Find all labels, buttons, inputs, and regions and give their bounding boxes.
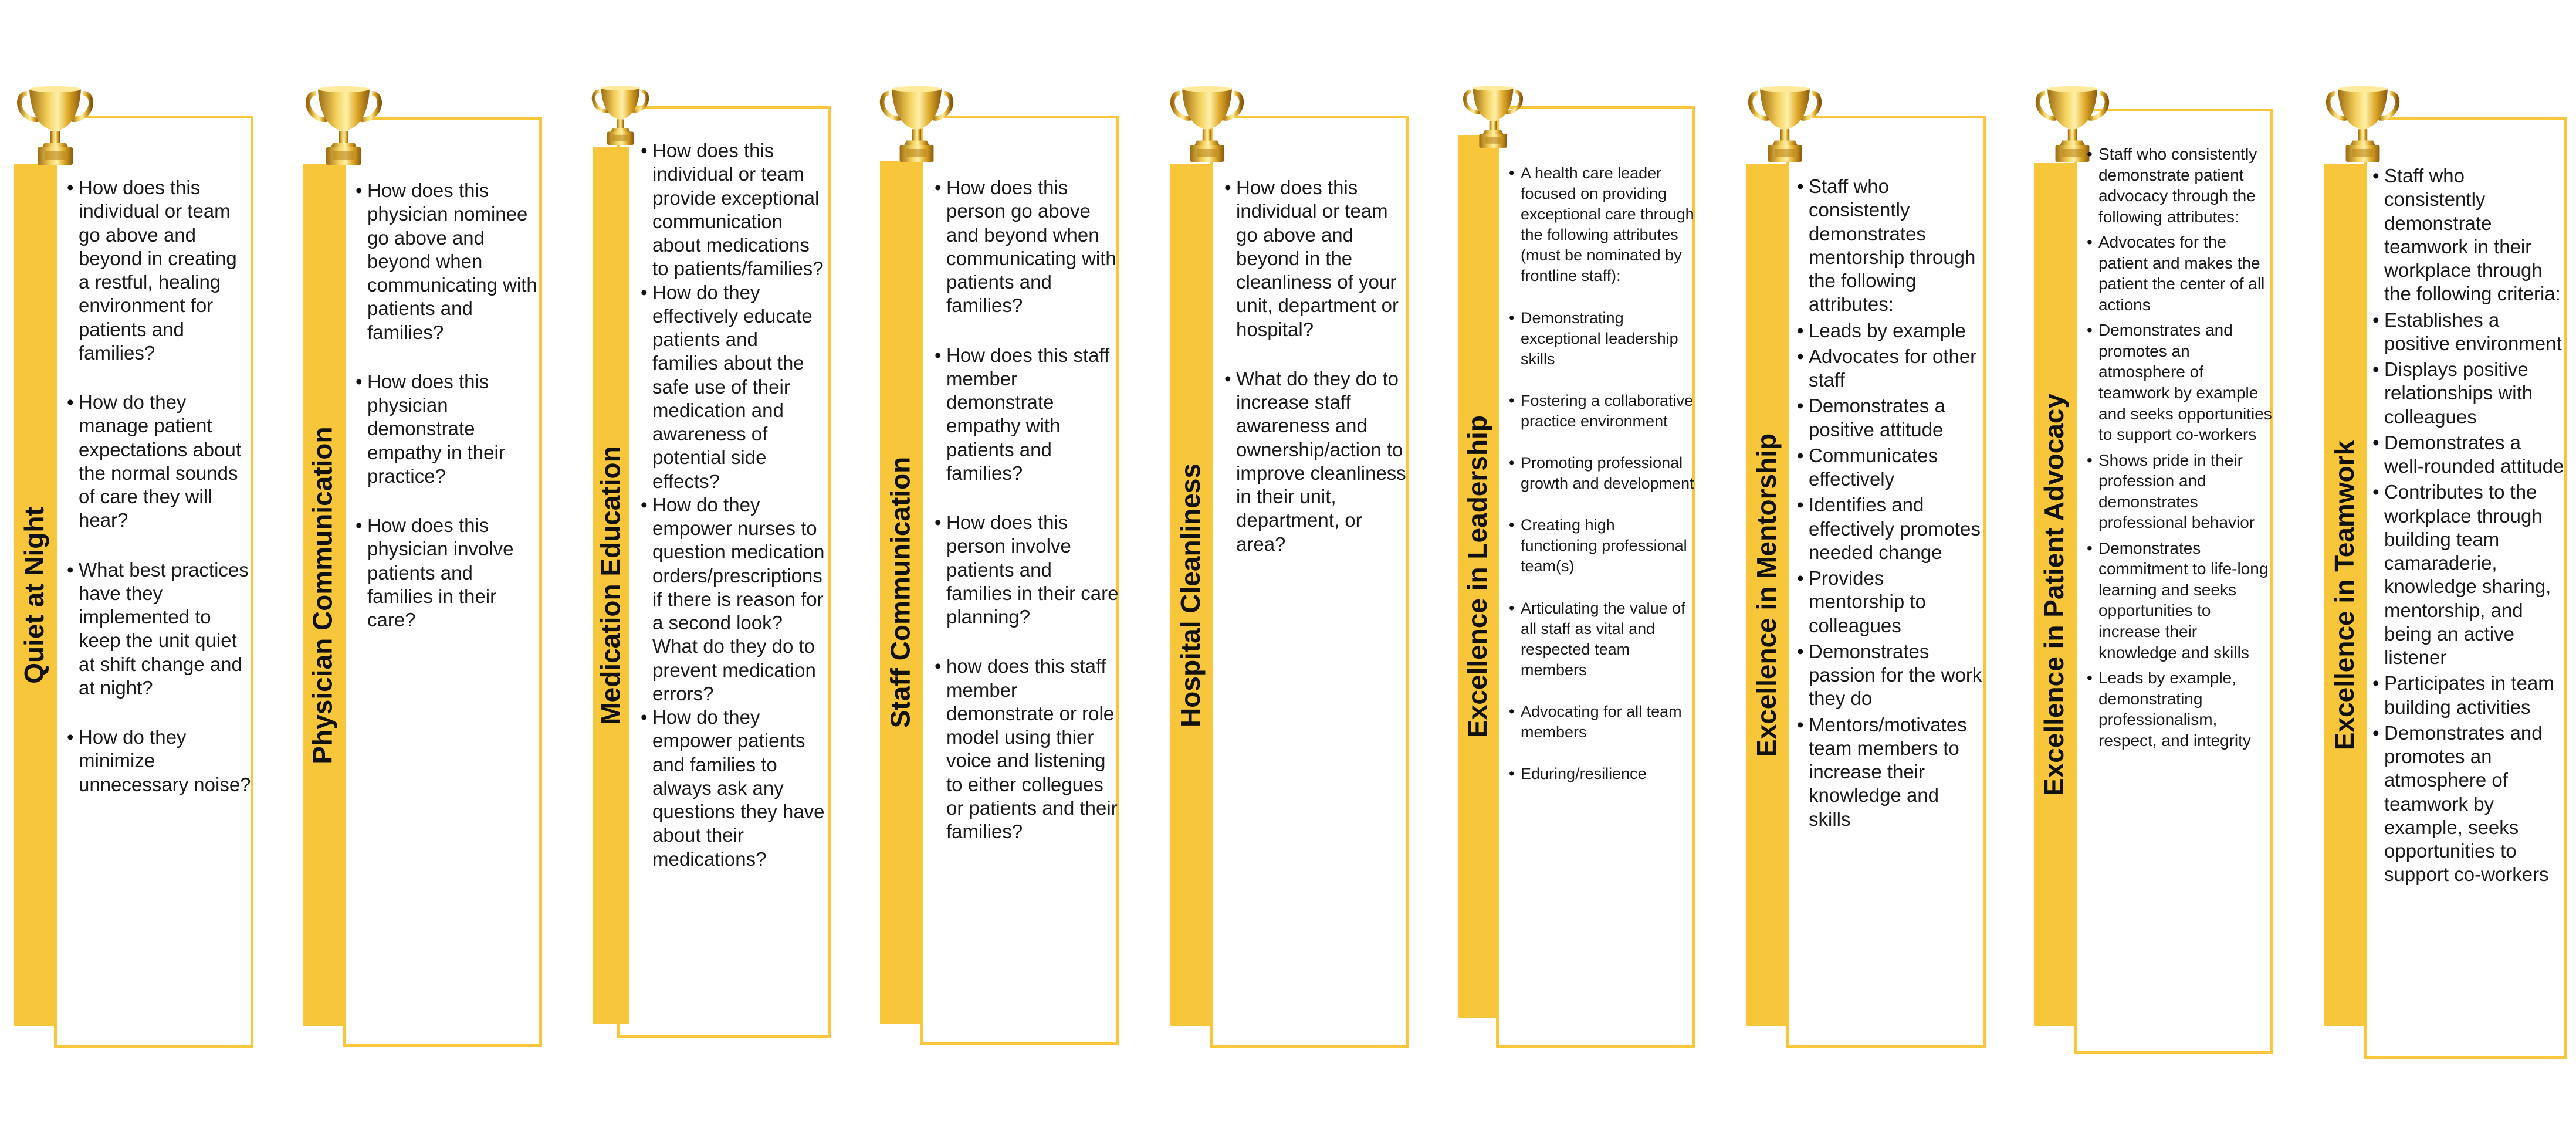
card-title-bar: Excellence in Leadership (1458, 135, 1496, 1018)
card-items: Staff who consistently demonstrate teamw… (2371, 164, 2565, 887)
card-title-bar: Excellence in Teamwork (2324, 164, 2364, 1026)
trophy-icon (1745, 85, 1824, 164)
list-item: What do they do to increase staff awaren… (1223, 367, 1409, 556)
card-title: Quiet at Night (19, 507, 50, 684)
list-item: Establishes a positive environment (2371, 309, 2565, 356)
list-item: How does this individual or team go abov… (1223, 176, 1409, 341)
card-title: Physician Communication (307, 426, 338, 764)
card-items: A health care leader focused on providin… (1508, 163, 1694, 784)
list-item: How do they effectively educate patients… (639, 281, 828, 493)
list-item: How do they minimize unnecessary noise? (66, 726, 252, 797)
list-item: Demonstrates passion for the work they d… (1796, 640, 1985, 711)
list-item: Eduring/resilience (1508, 764, 1694, 784)
list-item: Demonstrates a positive attitude (1796, 394, 1985, 442)
card-items: How does this individual or team go abov… (1223, 176, 1409, 556)
list-item: How does this physician demonstrate empa… (354, 370, 541, 488)
award-card-physician-communication: Physician Communication How does this ph… (303, 85, 543, 1053)
list-item: Leads by example (1796, 319, 1985, 343)
card-items: How does this individual or team provide… (639, 139, 828, 871)
list-item: Demonstrates and promotes an atmosphere … (2086, 320, 2272, 445)
card-items: How does this physician nominee go above… (354, 179, 541, 632)
list-item: Displays positive relationships with col… (2371, 358, 2565, 429)
card-title: Excellence in Mentorship (1751, 433, 1782, 758)
trophy-icon (303, 85, 385, 167)
list-item: Leads by example, demonstrating professi… (2086, 667, 2272, 751)
card-title-bar: Excellence in Patient Advocacy (2034, 163, 2074, 1026)
list-item: Demonstrating exceptional leadership ski… (1508, 308, 1694, 370)
card-title-bar: Hospital Cleanliness (1170, 164, 1210, 1026)
trophy-icon (877, 85, 956, 164)
list-item: How does this physician involve patients… (354, 514, 541, 632)
card-title-bar: Staff Communication (880, 161, 920, 1024)
card-title-bar: Physician Communication (303, 164, 343, 1026)
list-item: Staff who consistently demonstrates ment… (1796, 175, 1985, 317)
list-item: Advocates for the patient and makes the … (2086, 232, 2272, 315)
list-item: Articulating the value of all staff as v… (1508, 598, 1694, 680)
award-card-medication-education: Medication Education How does this indiv… (581, 85, 833, 1053)
list-item: How does this individual or team provide… (639, 139, 828, 281)
list-item: A health care leader focused on providin… (1508, 163, 1694, 287)
list-item: How does this physician nominee go above… (354, 179, 541, 344)
award-card-excellence-in-teamwork: Excellence in Teamwork Staff who consist… (2323, 85, 2570, 1065)
list-item: Fostering a collaborative practice envir… (1508, 391, 1694, 432)
list-item: Communicates effectively (1796, 444, 1985, 492)
trophy-icon (1167, 85, 1247, 164)
trophy-icon (1461, 85, 1525, 150)
list-item: Staff who consistently demonstrate patie… (2086, 144, 2272, 227)
trophy-icon (2323, 85, 2402, 164)
list-item: How does this person involve patients an… (933, 511, 1119, 629)
trophy-icon (581, 85, 660, 147)
card-title: Staff Communication (885, 456, 915, 728)
award-card-excellence-in-mentorship: Excellence in Mentorship Staff who consi… (1745, 85, 1992, 1053)
card-title: Excellence in Leadership (1461, 415, 1492, 738)
list-item: Identifies and effectively promotes need… (1796, 493, 1985, 564)
list-item: How does this person go above and beyond… (933, 176, 1119, 318)
card-title: Excellence in Patient Advocacy (2039, 393, 2070, 797)
list-item: Creating high functioning professional t… (1508, 515, 1694, 577)
card-title: Medication Education (595, 445, 626, 725)
list-item: Demonstrates a well-rounded attitude (2371, 431, 2565, 479)
card-title-bar: Excellence in Mentorship (1746, 164, 1786, 1026)
card-items: How does this person go above and beyond… (933, 176, 1119, 843)
list-item: Shows pride in their profession and demo… (2086, 450, 2272, 533)
list-item: how does this staff member demonstrate o… (933, 655, 1119, 843)
award-card-excellence-in-patient-advocacy: Excellence in Patient Advocacy Staff who… (2033, 85, 2279, 1059)
list-item: Staff who consistently demonstrate teamw… (2371, 164, 2565, 306)
list-item: How do they empower patients and familie… (639, 706, 828, 871)
list-item: Mentors/motivates team members to increa… (1796, 713, 1985, 831)
award-card-quiet-at-night: Quiet at Night How does this individual … (14, 85, 255, 1053)
list-item: What best practices have they implemente… (66, 558, 252, 700)
list-item: Provides mentorship to colleagues (1796, 567, 1985, 638)
card-title-bar: Medication Education (593, 147, 629, 1024)
card-items: Staff who consistently demonstrate patie… (2086, 144, 2272, 751)
list-item: Demonstrates and promotes an atmosphere … (2371, 721, 2565, 887)
card-title: Hospital Cleanliness (1174, 463, 1206, 727)
card-items: Staff who consistently demonstrates ment… (1796, 175, 1985, 831)
list-item: How do they empower nurses to question m… (639, 493, 828, 706)
list-item: Contributes to the workplace through bui… (2371, 480, 2565, 669)
card-title-bar: Quiet at Night (14, 164, 54, 1026)
award-card-excellence-in-leadership: Excellence in Leadership A health care l… (1455, 85, 1701, 1053)
list-item: How does this staff member demonstrate e… (933, 344, 1119, 486)
list-item: How do they manage patient expectations … (66, 391, 252, 533)
trophy-icon (14, 85, 96, 167)
list-item: Advocating for all team members (1508, 702, 1694, 743)
list-item: Advocates for other staff (1796, 345, 1985, 392)
list-item: Promoting professional growth and develo… (1508, 453, 1694, 494)
award-card-hospital-cleanliness: Hospital Cleanliness How does this indiv… (1167, 85, 1414, 1053)
list-item: Demonstrates commitment to life-long lea… (2086, 538, 2272, 663)
award-card-staff-communication: Staff Communication How does this person… (877, 85, 1123, 1053)
list-item: Participates in team building activities (2371, 672, 2565, 719)
card-title: Excellence in Teamwork (2329, 440, 2360, 751)
card-items: How does this individual or team go abov… (66, 176, 252, 797)
list-item: How does this individual or team go abov… (66, 176, 252, 365)
